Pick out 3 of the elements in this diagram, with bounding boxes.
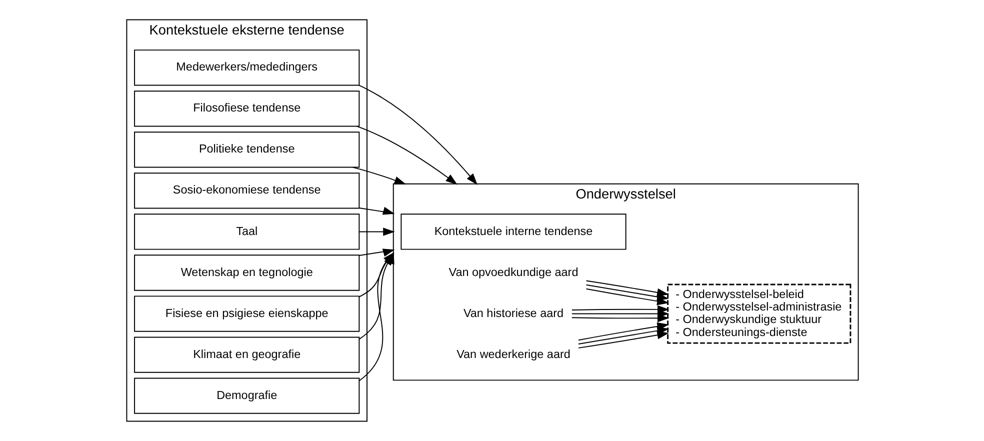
node-text: Van historiese aard (462, 306, 564, 320)
node-text: Van opvoedkundige aard (448, 266, 578, 279)
node-text: Van wederkerige aard (456, 348, 570, 361)
